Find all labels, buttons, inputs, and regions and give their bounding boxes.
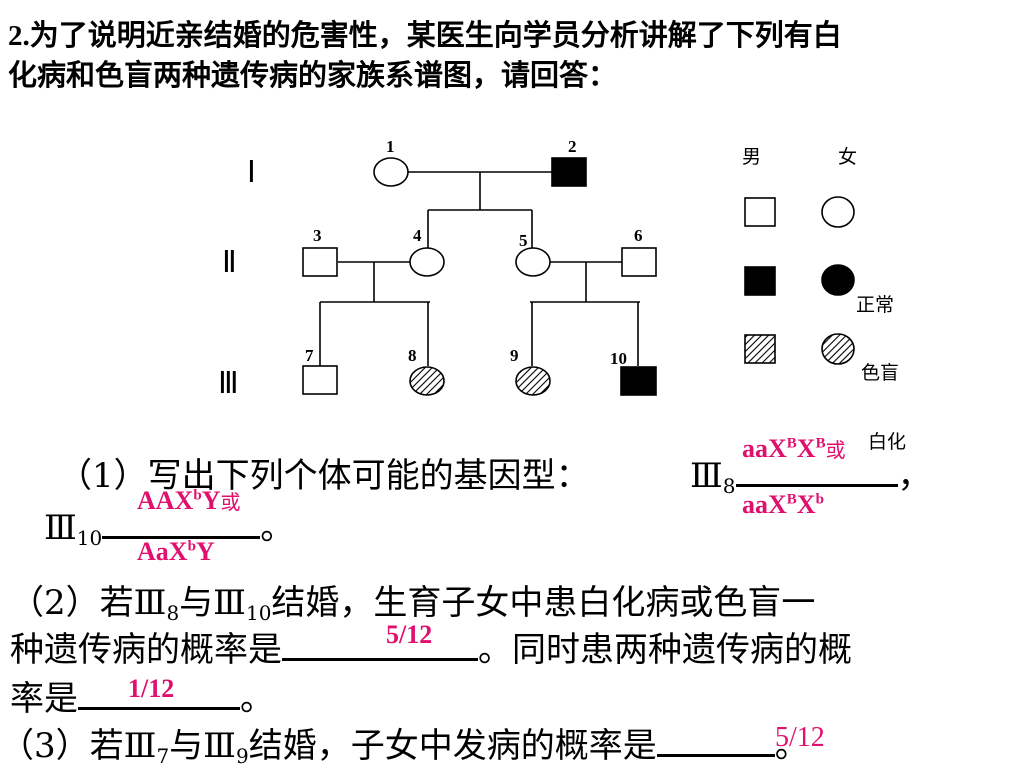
legend-normal-label: 正常: [856, 294, 894, 316]
individual-10-label: 10: [610, 349, 627, 368]
pedigree-chart: Ⅰ Ⅱ Ⅲ 1 2 3 4 5 6 7 8 9 10 男 女: [218, 137, 906, 453]
part1-iii8: Ⅲ8 ，: [690, 448, 932, 498]
legend-male-albinism-symbol: [744, 266, 776, 296]
individual-6-male-normal: [621, 247, 657, 277]
question-stem-2: 化病和色盲两种遗传病的家族系谱图，请回答：: [8, 58, 618, 92]
part1-prompt: （1）写出下列个体可能的基因型：: [58, 448, 590, 497]
individual-3-male-normal: [302, 247, 338, 277]
generation-label-2: Ⅱ: [222, 246, 237, 279]
answer-iii8-line2: aaXBXb: [742, 490, 824, 519]
part1-comma: ，: [897, 456, 932, 496]
individual-5-label: 5: [519, 231, 528, 250]
individual-8-label: 8: [408, 346, 417, 365]
legend-male-normal-symbol: [744, 197, 776, 227]
part1-iii10-blank: [102, 530, 261, 539]
part1-text: （1）写出下列个体可能的基因型：: [58, 456, 590, 496]
individual-4-label: 4: [413, 226, 422, 245]
question-line-2: 化病和色盲两种遗传病的家族系谱图，请回答：: [8, 52, 617, 94]
legend-female-normal-symbol: [821, 196, 855, 228]
part1-period: 。: [260, 508, 295, 548]
individual-6-label: 6: [634, 226, 643, 245]
part2-line2: 种遗传病的概率是。同时患两种遗传病的概: [10, 630, 852, 670]
part1-iii8-sub: 8: [722, 474, 736, 498]
legend-female-label: 女: [838, 146, 857, 168]
part3-line: （3）若Ⅲ7与Ⅲ9结婚，子女中发病的概率是。: [0, 726, 809, 768]
individual-10-male-albinism: [620, 366, 657, 396]
part1-iii10-roman: Ⅲ: [44, 508, 77, 548]
generation-label-3: Ⅲ: [218, 367, 239, 400]
answer-part2-2: 1/12: [128, 674, 175, 703]
part3-blank: [656, 748, 775, 757]
individual-4-female-normal: [409, 247, 445, 277]
part1-iii10: Ⅲ10 。: [44, 500, 294, 550]
part1-iii8-blank: [735, 478, 898, 487]
legend-male-colorblind-symbol: [744, 334, 776, 364]
legend-albinism-label: 白化: [868, 431, 906, 453]
generation-label-1: Ⅰ: [247, 156, 256, 189]
individual-9-female-colorblind: [515, 366, 551, 396]
individual-5-female-normal: [515, 247, 551, 277]
answer-part3: 5/12: [775, 722, 825, 753]
answer-part2-1: 5/12: [386, 620, 433, 649]
legend-colorblind-label: 色盲: [861, 362, 899, 384]
part2-blank-2: [78, 701, 240, 710]
legend-male-label: 男: [742, 147, 761, 168]
legend-female-albinism-symbol: [821, 264, 855, 296]
part2-line3: 率是。: [10, 679, 274, 719]
part2-blank-1: [282, 652, 478, 661]
individual-1-label: 1: [386, 137, 395, 156]
individual-2-male-albinism: [551, 157, 587, 187]
individual-3-label: 3: [313, 226, 322, 245]
individual-9-label: 9: [510, 346, 519, 365]
individual-8-female-colorblind: [409, 366, 445, 396]
answer-iii8-line1: aaXBXB或: [742, 434, 846, 463]
answer-iii10-line1: AAXbY或: [137, 486, 241, 515]
legend-female-colorblind-symbol: [821, 333, 855, 365]
question-stem-1: 为了说明近亲结婚的危害性，某医生向学员分析讲解了下列有白: [29, 18, 842, 52]
question-number: 2.: [8, 20, 30, 52]
individual-7-label: 7: [305, 346, 314, 365]
answer-iii10-line2: AaXbY: [137, 537, 215, 566]
part1-iii10-sub: 10: [76, 526, 103, 550]
individual-7-male-normal: [302, 365, 338, 395]
individual-1-female-normal: [373, 157, 409, 187]
pedigree-lines: [319, 171, 640, 366]
part1-iii8-roman: Ⅲ: [690, 456, 723, 496]
question-line-1: 2.为了说明近亲结婚的危害性，某医生向学员分析讲解了下列有白: [8, 12, 842, 54]
part2-line1: （2）若Ⅲ8与Ⅲ10结婚，生育子女中患白化病或色盲一: [10, 583, 816, 625]
individual-2-label: 2: [568, 137, 577, 156]
